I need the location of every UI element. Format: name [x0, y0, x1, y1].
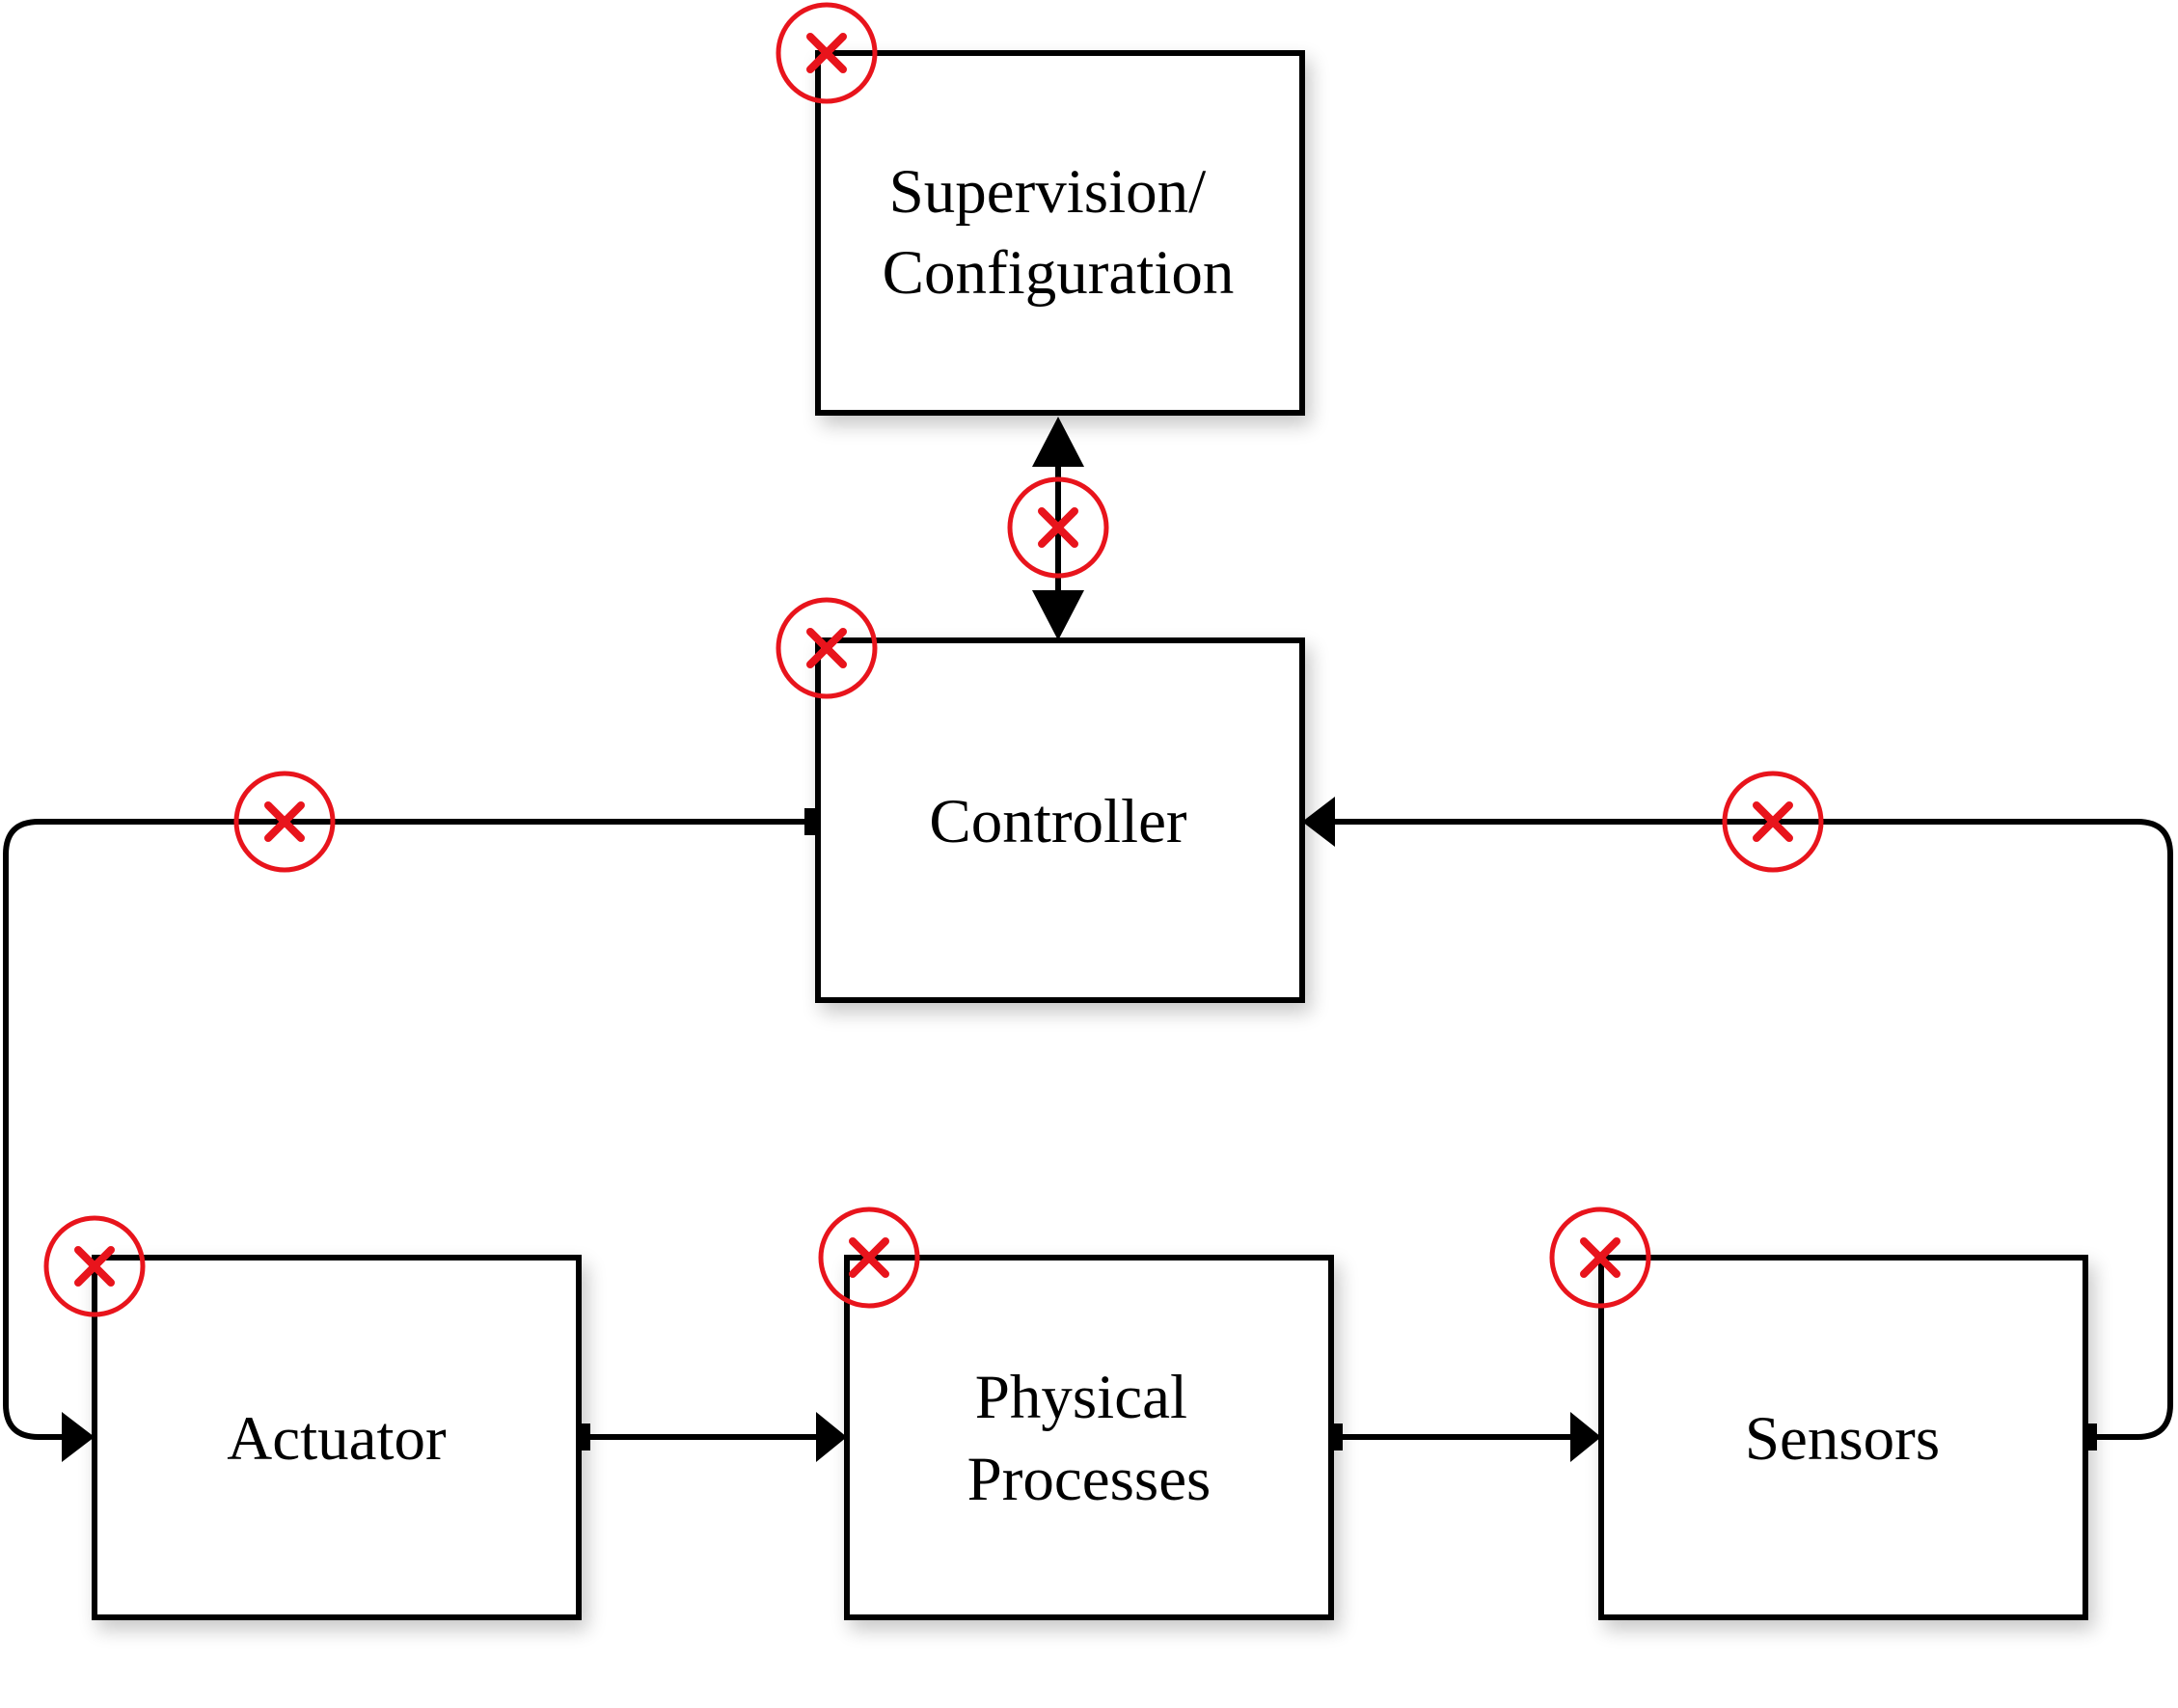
x-icon-stroke: [849, 1237, 889, 1278]
block-frame: [844, 1255, 1334, 1620]
arrow-down-icon: [1032, 590, 1084, 640]
physical-processes-block: [844, 1255, 1334, 1620]
x-icon-stroke: [806, 33, 847, 73]
physical-sensors-link: [1316, 1412, 1601, 1462]
x-icon-stroke: [74, 1246, 115, 1287]
block-frame: [815, 637, 1305, 1003]
block-frame: [92, 1255, 582, 1620]
block-frame: [815, 50, 1305, 416]
circled-x-icon: [776, 2, 878, 104]
x-icon-stroke: [1580, 1237, 1620, 1278]
x-icon-stroke: [1038, 507, 1078, 548]
fault-markers: [43, 2, 1824, 1317]
controller-block: [815, 637, 1305, 1003]
arrow-right-icon: [62, 1412, 95, 1462]
arrow-up-icon: [1032, 417, 1084, 467]
x-icon-stroke: [1753, 801, 1793, 842]
supervision-label: Supervision/ Configuration: [883, 157, 1235, 308]
fault-marker-sensors: [1549, 1206, 1651, 1309]
fault-marker-controller: [776, 597, 878, 699]
sensors-label: Sensors: [1745, 1404, 1940, 1474]
supervision-block: [815, 50, 1305, 416]
arrow-right-icon: [816, 1412, 847, 1462]
circled-x-icon: [818, 1206, 920, 1309]
sensors-block: [1598, 1255, 2088, 1620]
x-icon-stroke: [264, 801, 305, 842]
fault-marker-controller-actuator-link: [233, 771, 336, 873]
arrow-left-icon: [1302, 797, 1335, 847]
circled-x-icon: [776, 597, 878, 699]
fault-marker-sensors-controller-link: [1722, 771, 1824, 873]
fault-marker-supervision-controller-link: [1007, 476, 1109, 579]
fault-marker-actuator: [43, 1215, 146, 1317]
block-frame: [1598, 1255, 2088, 1620]
arrow-right-icon: [1570, 1412, 1601, 1462]
physical-processes-label: Physical Processes: [967, 1363, 1212, 1514]
link-line: [1335, 819, 2173, 1440]
actuator-physical-link: [563, 1412, 847, 1462]
circled-x-icon: [43, 1215, 146, 1317]
fault-marker-physical-processes: [818, 1206, 920, 1309]
circled-x-icon: [1549, 1206, 1651, 1309]
circled-x-icon: [233, 771, 336, 873]
actuator-block: [92, 1255, 582, 1620]
x-icon-stroke: [806, 628, 847, 668]
fault-marker-supervision: [776, 2, 878, 104]
controller-label: Controller: [929, 787, 1187, 856]
circled-x-icon: [1007, 476, 1109, 579]
link-line: [3, 819, 818, 1440]
actuator-label: Actuator: [227, 1404, 447, 1474]
circled-x-icon: [1722, 771, 1824, 873]
